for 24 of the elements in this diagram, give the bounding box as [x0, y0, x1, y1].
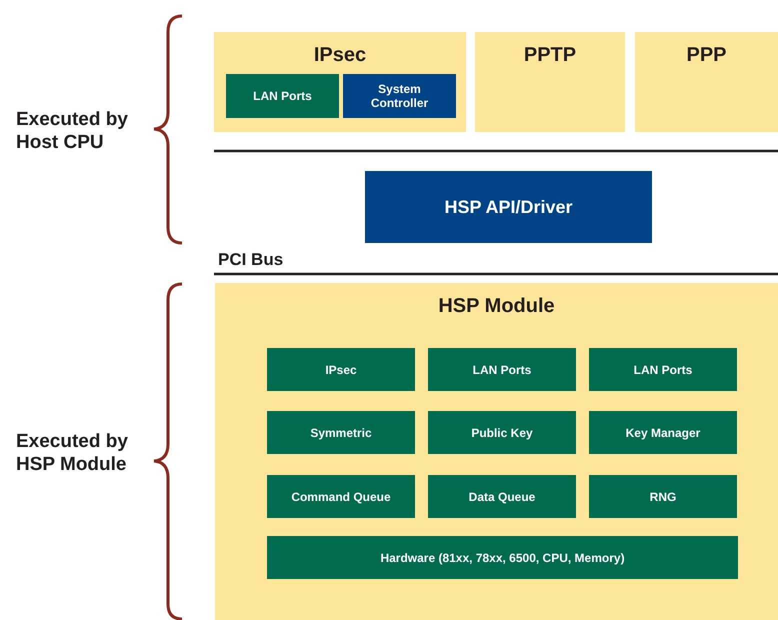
module-box: IPsec [267, 348, 415, 391]
side-label: Executed by HSP Module [16, 430, 129, 476]
side-label: Executed by Host CPU [16, 108, 129, 154]
module-box: Data Queue [428, 475, 576, 518]
panel-title: PPTP [524, 44, 576, 67]
layer-panel [215, 283, 778, 620]
layer-panel [475, 32, 625, 132]
bus-label: PCI Bus [218, 249, 284, 271]
layer-panel [635, 32, 778, 132]
panel-title: IPsec [314, 44, 366, 67]
module-box: LAN Ports [226, 74, 339, 118]
layer-panel [214, 32, 466, 132]
module-box: LAN Ports [428, 348, 576, 391]
module-box: Command Queue [267, 475, 415, 518]
module-box: LAN Ports [589, 348, 737, 391]
module-box: Key Manager [589, 411, 737, 454]
module-box: System Controller [343, 74, 456, 118]
panel-title: HSP Module [438, 295, 555, 318]
panel-title: PPP [686, 44, 727, 67]
driver-box: HSP API/Driver [365, 171, 652, 243]
module-box: RNG [589, 475, 737, 518]
module-box: Hardware (81xx, 78xx, 6500, CPU, Memory) [267, 536, 738, 579]
module-box: Public Key [428, 411, 576, 454]
module-box: Symmetric [267, 411, 415, 454]
